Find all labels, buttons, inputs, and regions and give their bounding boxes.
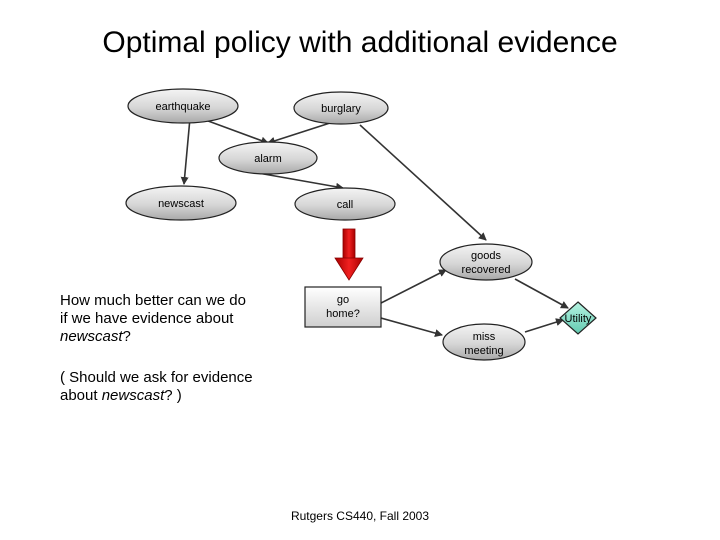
node-earthquake: earthquake [127, 88, 239, 124]
question-line: How much better can we do [60, 292, 246, 309]
arcs [180, 117, 569, 337]
arc-goods-utility [514, 278, 569, 309]
arc-miss-utility [524, 318, 564, 333]
node-label: goods [471, 250, 501, 262]
aside-end: ? ) [164, 387, 182, 404]
node-call: call [294, 187, 396, 221]
page-title: Optimal policy with additional evidence [102, 26, 618, 59]
node-label: recovered [462, 264, 511, 276]
node-alarm: alarm [218, 141, 318, 175]
question-term: newscast [60, 328, 123, 345]
node-label: newscast [158, 198, 204, 210]
arc-earthquake-alarm [199, 117, 269, 145]
arc-gohome-miss [380, 317, 443, 337]
arc-earthquake-newscast [180, 117, 191, 185]
info-arrow [334, 228, 364, 281]
aside-line: about [60, 387, 102, 404]
node-label: Utility [565, 313, 592, 325]
arc-burglary-goods [359, 124, 487, 241]
node-label: home? [326, 308, 360, 320]
arc-alarm-call [257, 172, 344, 191]
node-label: call [337, 199, 354, 211]
node-go-home: go home? [304, 286, 382, 328]
question-line: if we have evidence about [60, 310, 234, 327]
aside-line: ( Should we ask for evidence [60, 369, 253, 386]
question-mark: ? [122, 328, 131, 345]
node-label: miss [473, 331, 496, 343]
node-burglary: burglary [293, 91, 389, 125]
aside-text: ( Should we ask for evidence about newsc… [60, 369, 300, 405]
node-label: meeting [464, 345, 503, 357]
node-label: go [337, 294, 349, 306]
node-newscast: newscast [125, 185, 237, 221]
arc-burglary-alarm [267, 122, 331, 145]
node-utility: Utility [559, 301, 597, 335]
question-text: How much better can we do if we have evi… [60, 292, 290, 346]
node-label: burglary [321, 103, 361, 115]
node-label: alarm [254, 153, 282, 165]
node-goods-recovered: goods recovered [439, 243, 533, 281]
node-label: earthquake [155, 101, 210, 113]
footer: Rutgers CS440, Fall 2003 [290, 509, 430, 523]
arc-gohome-goods [380, 269, 447, 304]
node-miss-meeting: miss meeting [442, 323, 526, 361]
aside-term: newscast [101, 387, 165, 404]
